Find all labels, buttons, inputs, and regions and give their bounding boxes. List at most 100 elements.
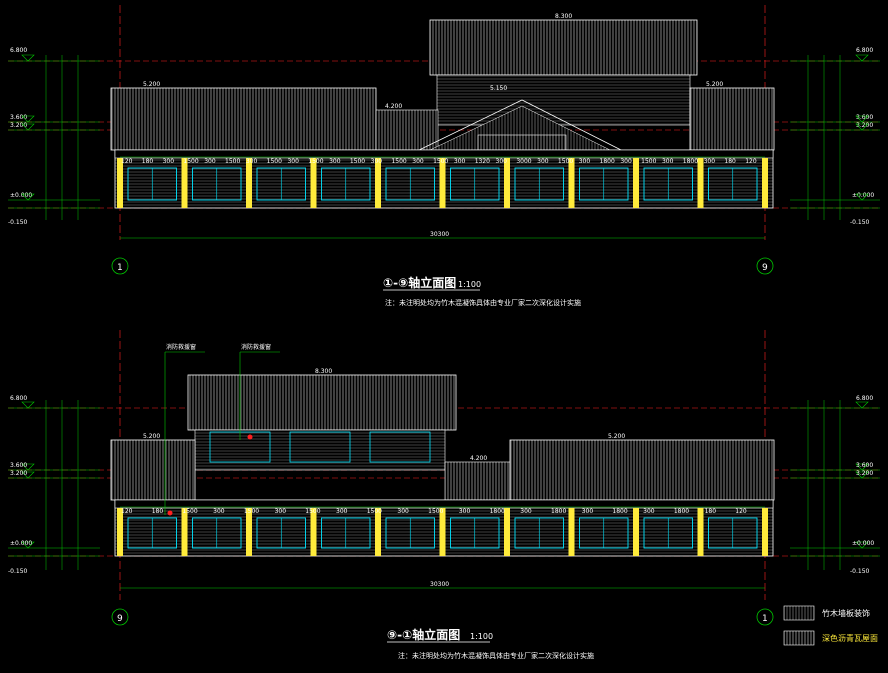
dimension-label: 1800 [683, 158, 698, 165]
dimension-label: 300 [704, 158, 716, 165]
low-roof [375, 109, 439, 151]
dimension-label: 1500 [267, 158, 282, 165]
dimension-label: 1800 [551, 508, 566, 515]
dimension-label: 180 [142, 158, 154, 165]
level-label: 3.600 [856, 114, 873, 121]
column [375, 508, 381, 556]
roof-elev: 8.300 [555, 13, 572, 20]
level-label: 3.200 [10, 122, 27, 129]
column [568, 158, 575, 208]
roof-elev: 4.200 [470, 455, 487, 462]
drawing-note: 注：未注明处均为竹木混凝饰具体由专业厂家二次深化设计实施 [398, 651, 594, 660]
roof-elev: 4.200 [385, 103, 402, 110]
column [117, 508, 123, 556]
dimension-label: 300 [643, 508, 655, 515]
column [762, 158, 768, 208]
dimension-label: 1500 [225, 158, 240, 165]
windows-bottom [127, 517, 758, 549]
dimension-label: 300 [329, 158, 341, 165]
column [310, 158, 317, 208]
level-label: ±0.000 [10, 540, 32, 547]
level-label: 3.200 [10, 470, 27, 477]
dimension-label: 1500 [641, 158, 656, 165]
dimension-label: 1500 [308, 158, 323, 165]
right-dim-stack-bottom [790, 400, 880, 570]
columns-top [117, 158, 768, 208]
level-label: 3.600 [10, 462, 27, 469]
dimension-label: 1320 [475, 158, 490, 165]
drawing-scale: 1:100 [458, 280, 481, 289]
drawing-scale: 1:100 [470, 632, 493, 641]
entrance-canopy [477, 134, 567, 151]
dimension-label: 1500 [244, 508, 259, 515]
dimension-label: 1500 [305, 508, 320, 515]
legend: 竹木墙板装饰 深色沥青瓦屋面 [783, 605, 878, 646]
total-dimension: 30300 [430, 231, 449, 238]
dimension-label: 180 [705, 508, 717, 515]
column [181, 508, 188, 556]
dimension-label: 1500 [367, 508, 382, 515]
axis-bubble-right: 1 [762, 614, 768, 624]
dimension-label: 300 [275, 508, 287, 515]
drawing-note: 注：未注明处均为竹木混凝饰具体由专业厂家二次深化设计实施 [385, 298, 581, 307]
windows-top [127, 167, 758, 201]
total-dimension: 30300 [430, 581, 449, 588]
legend-swatch [783, 605, 815, 621]
column [504, 158, 510, 208]
column [762, 508, 768, 556]
dimension-label: 1500 [182, 508, 197, 515]
column [697, 158, 704, 208]
level-label: 6.800 [856, 395, 873, 402]
upper-roof-bottom [187, 374, 457, 431]
callout-label: 消防救援窗 [241, 343, 271, 351]
legend-label: 竹木墙板装饰 [822, 608, 870, 618]
roof-elev: 5.200 [608, 433, 625, 440]
upper-windows-bottom [209, 431, 431, 463]
right-roof-bottom [509, 439, 775, 501]
dimension-label: 300 [520, 508, 532, 515]
level-label: 6.800 [10, 395, 27, 402]
left-dim-stack-bottom [8, 400, 100, 570]
dimension-label: 1800 [674, 508, 689, 515]
dimension-label: 120 [745, 158, 757, 165]
column [246, 158, 252, 208]
dimension-label: 300 [246, 158, 258, 165]
low-roof-bottom [444, 461, 511, 501]
upper-wall-bottom [194, 429, 446, 471]
level-label: -0.150 [850, 568, 870, 575]
level-label: 3.600 [10, 114, 27, 121]
drawing-title: ⑨-①轴立面图 [387, 627, 460, 642]
top-elevation: 120 180 300 1500 300 1500 300 1500 300 1500 300 150… [8, 5, 880, 307]
level-label: 3.600 [856, 462, 873, 469]
roof-elev: 5.200 [706, 81, 723, 88]
columns-bottom [117, 508, 768, 556]
dimension-label: 1500 [350, 158, 365, 165]
roof-elev: 5.200 [143, 81, 160, 88]
dimension-label: 300 [397, 508, 409, 515]
dimension-label: 1500 [558, 158, 573, 165]
column [633, 158, 639, 208]
upper-wall [436, 74, 691, 126]
roof-elev: 5.200 [143, 433, 160, 440]
axis-bubble-left: 9 [117, 614, 123, 624]
dimension-label: 1500 [183, 158, 198, 165]
dimension-label: 300 [454, 158, 466, 165]
dimension-label: 300 [537, 158, 549, 165]
dimension-label: 1800 [600, 158, 615, 165]
column [181, 158, 188, 208]
dimension-label: 120 [735, 508, 747, 515]
left-wing-roof [110, 87, 377, 151]
drawing-title: ①-⑨轴立面图 [383, 275, 456, 290]
right-wing-roof [689, 87, 775, 151]
callout-marker [247, 434, 253, 440]
left-dim-stack-top [8, 55, 100, 220]
dimension-label: 300 [620, 158, 632, 165]
level-label: -0.150 [8, 219, 28, 226]
axis-bubble-left: 1 [117, 263, 123, 273]
dimension-label: 1500 [391, 158, 406, 165]
legend-swatch [783, 630, 815, 646]
callout-label: 消防救援窗 [166, 343, 196, 351]
